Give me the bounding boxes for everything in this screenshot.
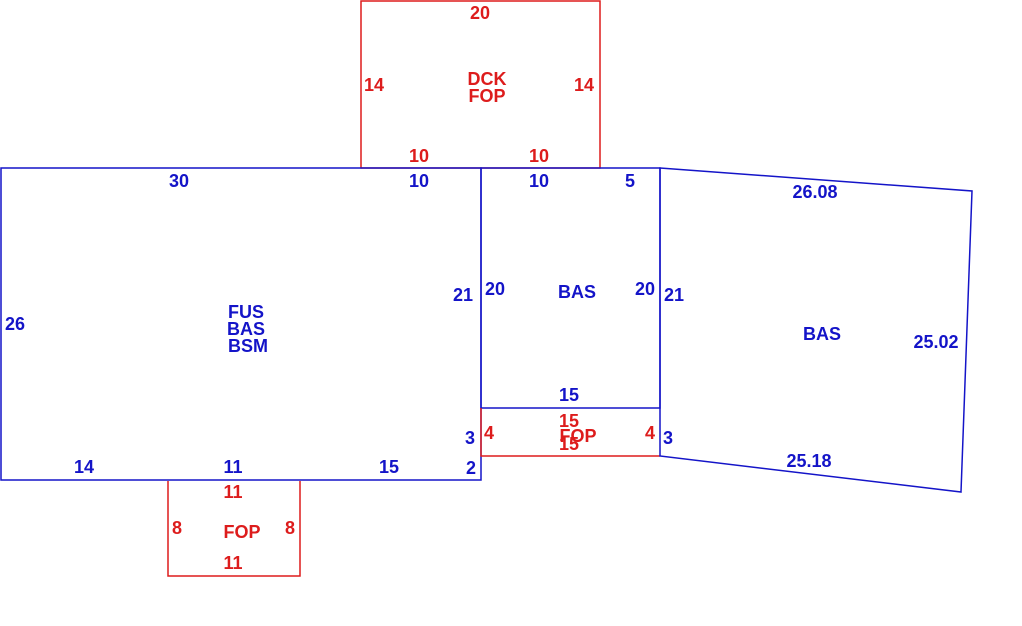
bottom-fop-code: FOP — [223, 522, 260, 542]
bottom-fop-right-dim: 8 — [285, 518, 295, 538]
middle-fop-top-dim: 15 — [559, 411, 579, 431]
bottom-fop-bottom-dim: 11 — [223, 553, 242, 573]
dck-fop-top-dim: 20 — [470, 3, 490, 23]
dck-fop-bottom-right-dim: 10 — [529, 146, 549, 166]
main-top-left-dim: 30 — [169, 171, 189, 191]
dck-fop-bottom-left-dim: 10 — [409, 146, 429, 166]
middle-bas-right-dim: 20 — [635, 279, 655, 299]
main-bottom-right-dim: 15 — [379, 457, 399, 477]
middle-bas-top-left-dim: 10 — [529, 171, 549, 191]
middle-bas-bottom-dim: 15 — [559, 385, 579, 405]
bottom-fop-top-dim: 11 — [223, 482, 242, 502]
right-bas-left-lower-dim: 3 — [663, 428, 673, 448]
dck-fop-code-1: DCK — [468, 69, 507, 89]
middle-fop-right-dim: 4 — [645, 423, 655, 443]
bottom-fop-area: 11 8 8 11 FOP — [167, 481, 301, 577]
right-bas-bottom-dim: 25.18 — [786, 451, 831, 471]
right-bas-top-dim: 26.08 — [792, 182, 837, 202]
main-bottom-mid-dim: 11 — [223, 457, 242, 477]
middle-fop-code: FOP — [559, 426, 596, 446]
main-bottom-left-dim: 14 — [74, 457, 94, 477]
bottom-fop-left-dim: 8 — [172, 518, 182, 538]
right-bas-right-dim: 25.02 — [913, 332, 958, 352]
middle-fop-left-dim: 4 — [484, 423, 494, 443]
main-top-right-dim: 10 — [409, 171, 429, 191]
middle-fop-outline — [480, 408, 660, 457]
dck-fop-right-dim: 14 — [574, 75, 594, 95]
main-right-lower-dim: 3 — [465, 428, 475, 448]
dck-fop-code-2: FOP — [468, 86, 505, 106]
middle-bas-code: BAS — [558, 282, 596, 302]
dck-fop-area: 20 14 14 10 10 DCK FOP — [360, 0, 601, 169]
middle-fop-area: 15 15 4 4 FOP — [480, 408, 660, 457]
main-bottom-corner-dim: 2 — [466, 458, 476, 478]
main-code-2: BAS — [227, 319, 265, 339]
main-code-1: FUS — [228, 302, 264, 322]
right-bas-outline — [659, 167, 973, 493]
middle-fop-bottom-dim: 15 — [559, 434, 579, 454]
main-code-3: BSM — [228, 336, 268, 356]
middle-bas-left-dim: 20 — [485, 279, 505, 299]
right-bas-code: BAS — [803, 324, 841, 344]
right-bas-area: 26.08 21 3 25.02 25.18 BAS — [659, 167, 973, 493]
middle-bas-top-right-dim: 5 — [625, 171, 635, 191]
dck-fop-left-dim: 14 — [364, 75, 384, 95]
main-left-dim: 26 — [5, 314, 25, 334]
right-bas-left-dim: 21 — [664, 285, 684, 305]
main-area: 30 10 26 21 3 14 11 15 2 FUS BAS BSM — [0, 167, 482, 481]
bottom-fop-outline — [167, 481, 301, 577]
main-right-dim: 21 — [453, 285, 473, 305]
middle-bas-area: 10 5 20 20 15 BAS — [480, 167, 661, 409]
